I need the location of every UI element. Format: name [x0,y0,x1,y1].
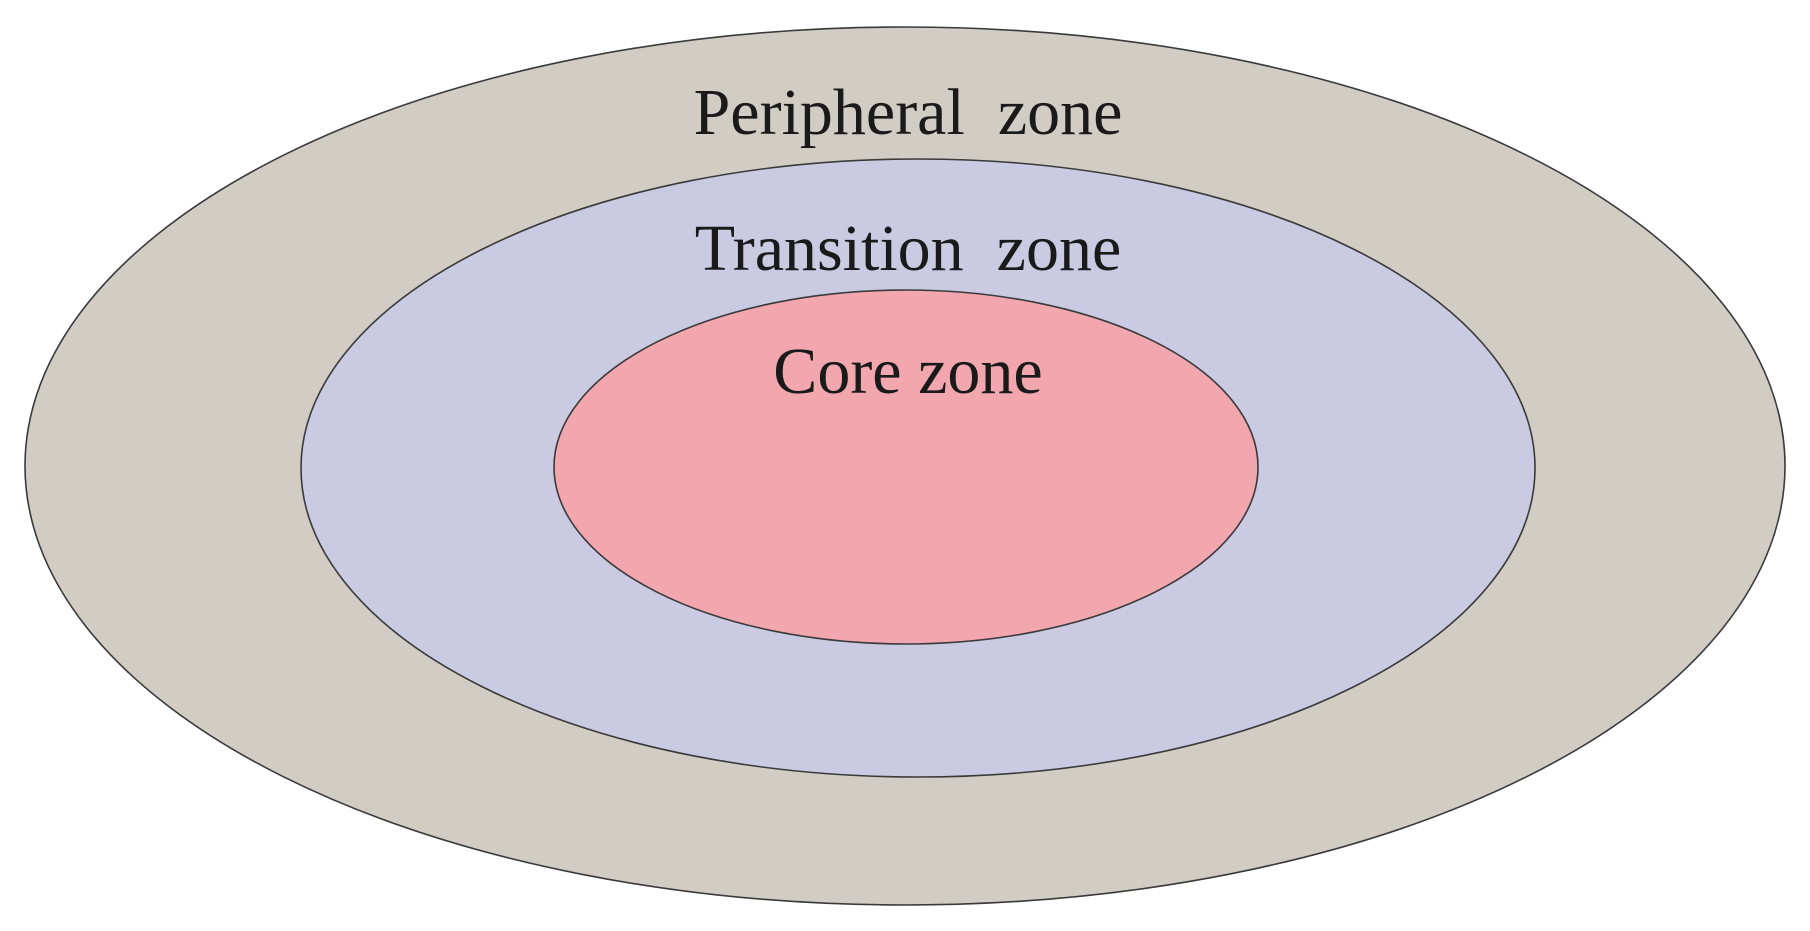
core-zone-label: Core zone [773,335,1042,408]
peripheral-zone-label: Peripheral zone [694,76,1123,149]
core-zone-ellipse [553,289,1259,645]
transition-zone-label: Transition zone [695,212,1122,285]
